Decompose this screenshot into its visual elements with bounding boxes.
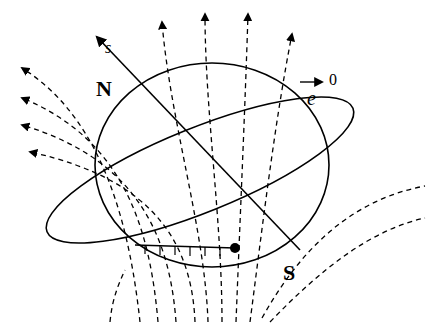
field-line: [236, 14, 248, 322]
magnetic-axis: [97, 37, 300, 250]
velocity-arrow: [300, 81, 322, 82]
axis-label: s: [104, 40, 112, 56]
field-line: [270, 218, 425, 322]
pole-label: S: [282, 262, 296, 284]
field-lines: [22, 14, 425, 322]
field-line: [262, 186, 425, 318]
electron-label: e: [306, 88, 317, 108]
field-line: [30, 152, 195, 322]
field-line: [22, 125, 176, 322]
field-line: [110, 270, 125, 322]
velocity-label: 0: [328, 72, 338, 88]
electron-orbit: [31, 69, 368, 271]
field-line: [22, 68, 140, 322]
field-line: [22, 98, 158, 322]
pole-label: N: [95, 78, 113, 100]
electron-dot: [230, 243, 240, 253]
field-line: [205, 14, 222, 322]
radius-ticks: [145, 245, 220, 256]
field-line: [162, 22, 208, 322]
